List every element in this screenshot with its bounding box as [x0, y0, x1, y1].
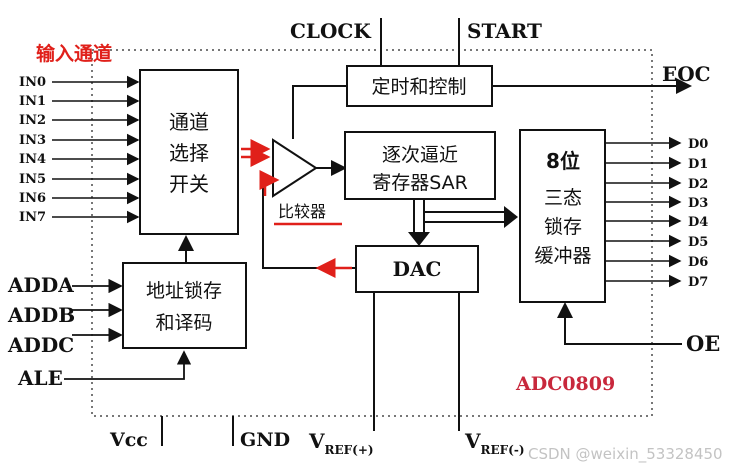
input-label-in7: IN7: [19, 210, 46, 225]
output-label-d7: D7: [688, 275, 708, 290]
sar-label-line2: 寄存器SAR: [372, 172, 468, 194]
pin-label-addc: ADDC: [7, 333, 74, 357]
addr-latch-label-line2: 和译码: [155, 312, 212, 334]
chip-name-label: ADC0809: [515, 373, 615, 395]
input-label-in1: IN1: [19, 94, 46, 109]
oe-label: OE: [686, 331, 720, 356]
input-pin-in3: IN3: [19, 133, 140, 148]
input-pin-in4: IN4: [19, 152, 140, 167]
output-pin-d2: D2: [605, 176, 708, 192]
vref-plus-sub: REF(+): [325, 443, 374, 457]
csdn-watermark: CSDN @weixin_53328450: [528, 445, 723, 464]
latch-label-line1: 8位: [546, 149, 580, 173]
input-pin-in5: IN5: [19, 172, 140, 187]
sar-block: [344, 131, 496, 200]
red-arrow-feedback-to-comparator: [259, 170, 280, 196]
comparator-label: 比较器: [278, 202, 326, 221]
input-label-in0: IN0: [19, 75, 46, 90]
output-latch-buffer-block: [519, 129, 606, 303]
clock-label: CLOCK: [290, 19, 371, 43]
pin-label-ale: ALE: [17, 366, 63, 390]
timing-to-comparator-line: [292, 85, 347, 139]
output-pin-d0: D0: [605, 136, 708, 152]
addr-latch-label-line1: 地址锁存: [146, 280, 222, 302]
pin-line-ale: [64, 350, 192, 380]
output-label-d3: D3: [688, 196, 708, 211]
mux-label-line2: 选择: [169, 141, 209, 165]
input-label-in3: IN3: [19, 133, 46, 148]
oe-line: [557, 302, 682, 345]
input-pin-in6: IN6: [19, 191, 140, 206]
pin-label-addb: ADDB: [7, 303, 75, 327]
input-label-in6: IN6: [19, 191, 46, 206]
vref-minus-sub: REF(-): [481, 443, 525, 457]
sar-label-line1: 逐次逼近: [382, 144, 458, 166]
input-channel-annotation: 输入通道: [36, 42, 112, 65]
output-pin-d7: D7: [605, 274, 708, 290]
output-label-d4: D4: [688, 215, 708, 230]
latch-label-line2: 三态: [544, 187, 582, 209]
input-label-in4: IN4: [19, 152, 46, 167]
vref-plus-label: VREF(+): [308, 429, 374, 457]
input-label-in2: IN2: [19, 113, 46, 128]
sar-to-dac-arrowhead: [408, 232, 430, 246]
output-pin-d5: D5: [605, 234, 708, 250]
output-label-d1: D1: [688, 157, 708, 172]
channel-select-switch-block: [139, 69, 239, 235]
output-label-d2: D2: [688, 177, 708, 192]
sar-to-latch-arrowhead: [504, 206, 518, 228]
vref-plus-main: V: [308, 429, 325, 453]
input-pin-in0: IN0: [19, 75, 140, 90]
pin-label-adda: ADDA: [7, 273, 74, 297]
dac-block: [355, 245, 479, 293]
vref-minus-main: V: [464, 429, 481, 453]
comparator-triangle: [272, 138, 318, 198]
input-pin-in7: IN7: [19, 210, 140, 225]
mux-label-line3: 开关: [169, 172, 209, 196]
output-pin-d1: D1: [605, 156, 708, 172]
output-label-d6: D6: [688, 255, 708, 270]
start-label: START: [467, 19, 542, 43]
dac-label: DAC: [393, 257, 442, 281]
mux-label-line1: 通道: [169, 110, 209, 134]
gnd-label: GND: [240, 429, 290, 451]
output-pin-group: D0 D1 D2 D3 D4 D5 D6 D7: [605, 136, 708, 290]
input-pin-group: IN0 IN1 IN2 IN3 IN4 IN5 IN6 IN7: [19, 75, 140, 225]
output-pin-d3: D3: [605, 195, 708, 211]
vcc-label: Vcc: [109, 429, 148, 451]
input-label-in5: IN5: [19, 172, 46, 187]
vref-minus-label: VREF(-): [464, 429, 525, 457]
input-pin-in1: IN1: [19, 94, 140, 109]
input-pin-in2: IN2: [19, 113, 140, 128]
eoc-label: EOC: [662, 62, 711, 86]
timing-control-label: 定时和控制: [371, 76, 466, 98]
output-pin-d4: D4: [605, 214, 708, 230]
output-pin-d6: D6: [605, 254, 708, 270]
address-latch-decoder-block: [122, 262, 247, 349]
latch-label-line3: 锁存: [544, 216, 582, 238]
chip-boundary: [91, 49, 653, 417]
output-label-d5: D5: [688, 235, 708, 250]
output-label-d0: D0: [688, 137, 708, 152]
latch-label-line4: 缓冲器: [534, 245, 591, 267]
